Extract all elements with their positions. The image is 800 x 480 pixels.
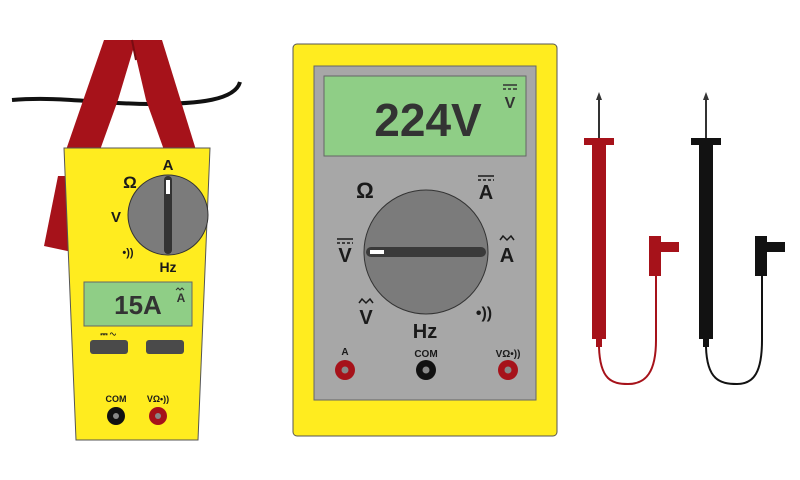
red-probe-guard (584, 138, 614, 145)
clamp-dial-label-v: V (111, 209, 121, 226)
red-test-lead (584, 92, 679, 386)
black-probe-handle[interactable] (699, 145, 713, 339)
clamp-lcd (83, 281, 193, 327)
clamp-dial-label-continuity: •)) (122, 247, 134, 259)
multimeter-lcd-mode: V (505, 95, 516, 112)
digital-multimeter: 224V V Ω A V A V •)) Hz A COM VΩ•)) (292, 43, 558, 437)
black-probe-guard (691, 138, 721, 145)
clamp-jaw-left[interactable] (66, 40, 136, 150)
multimeter-dial-label-hz: Hz (413, 321, 437, 343)
clamp-dial-label-a: A (163, 157, 174, 174)
red-probe-handle[interactable] (592, 145, 606, 339)
multimeter-dial-label-v-dc: V (338, 245, 352, 267)
multimeter-dial-label-ohm: Ω (356, 178, 374, 203)
red-banana-plug[interactable] (649, 236, 661, 276)
multimeter-dial-label-a-ac: A (500, 245, 514, 267)
clamp-dial-label-hz: Hz (159, 259, 176, 275)
clamp-button-mode-label: ⎓ ∿ (100, 329, 116, 339)
black-banana-plug[interactable] (755, 236, 767, 276)
clamp-jack-vohm-label: VΩ•)) (147, 394, 169, 404)
multimeter-lcd (323, 75, 527, 157)
multimeter-dial-label-v-ac: V (359, 307, 373, 329)
black-lead-wire (705, 274, 763, 386)
clamp-jaw-right[interactable] (132, 40, 196, 150)
clamp-lcd-mode: A (177, 291, 186, 305)
multimeter-jack-vohm-label: VΩ•)) (496, 349, 521, 360)
clamp-button-hold[interactable] (146, 340, 184, 354)
clamp-button-mode[interactable] (90, 340, 128, 354)
clamp-cable (11, 81, 242, 107)
black-test-lead (691, 92, 785, 386)
multimeter-lcd-reading: 224V (374, 94, 482, 146)
red-lead-wire (598, 274, 657, 386)
clamp-meter: A Ω V •)) Hz 15A A ⎓ ∿ COM VΩ•)) (11, 39, 242, 441)
multimeter-dial-label-continuity: •)) (476, 305, 492, 322)
multimeter-jack-com-label: COM (414, 349, 437, 360)
clamp-trigger[interactable] (44, 176, 72, 252)
clamp-dial-pointer (164, 176, 172, 254)
multimeter-dial-label-a-dc: A (479, 182, 493, 204)
clamp-lcd-reading: 15A (114, 290, 162, 320)
clamp-jack-com-label: COM (106, 394, 127, 404)
multimeter-dial-pointer (366, 247, 486, 257)
clamp-dial-label-ohm: Ω (123, 173, 137, 192)
multimeter-jack-a-label: A (341, 347, 348, 358)
